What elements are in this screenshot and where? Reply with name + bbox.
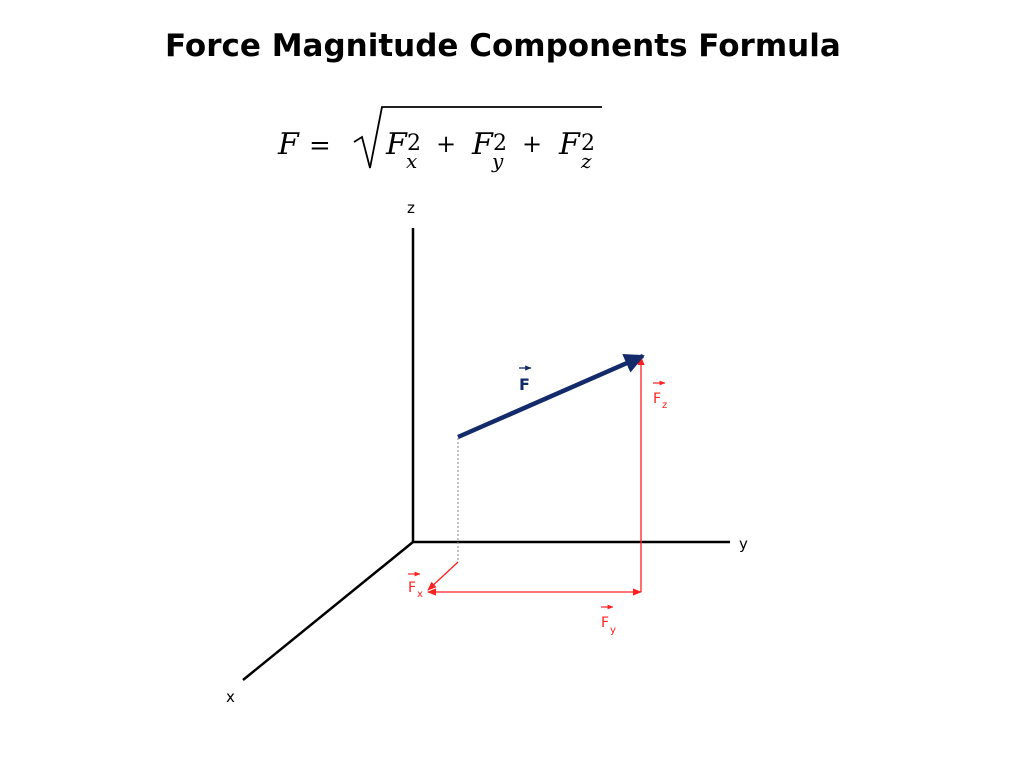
force-vector — [457, 353, 645, 440]
formula-term-y-base: F — [471, 127, 494, 162]
formula-plus-1: + — [436, 130, 456, 158]
page-title: Force Magnitude Components Formula — [165, 28, 841, 64]
formula-term-x-sub: x — [406, 149, 417, 173]
magnitude-formula: F = F 2 x + F 2 y + F 2 z — [277, 106, 602, 173]
fz-label-base: F — [653, 391, 661, 407]
fx-label: F x — [408, 571, 423, 600]
y-axis-label: y — [739, 535, 748, 553]
formula-term-x-sup: 2 — [407, 131, 421, 156]
component-vectors — [427, 356, 645, 596]
force-label-text: F — [519, 375, 530, 394]
fz-label: F z — [653, 380, 667, 411]
x-axis-label: x — [226, 688, 235, 706]
formula-plus-2: + — [522, 130, 542, 158]
square-root-sign — [353, 106, 602, 169]
z-axis-label: z — [407, 199, 415, 217]
formula-term-z-sup: 2 — [581, 131, 595, 156]
fx-label-base: F — [408, 580, 416, 596]
fx-label-sub: x — [417, 589, 423, 600]
coordinate-axes: z y x — [226, 199, 748, 706]
formula-lhs: F — [277, 127, 300, 162]
formula-term-z-sub: z — [580, 149, 592, 173]
formula-term-y-sub: y — [491, 149, 504, 173]
formula-equals: = — [309, 131, 331, 161]
fy-label: F y — [601, 604, 616, 636]
formula-term-z-base: F — [558, 127, 581, 162]
fz-label-sub: z — [662, 400, 667, 411]
formula-term-y-sup: 2 — [493, 131, 507, 156]
x-axis — [242, 541, 414, 681]
formula-term-x-base: F — [385, 127, 408, 162]
fx-vector — [427, 561, 459, 591]
fy-label-base: F — [601, 615, 609, 631]
fy-label-sub: y — [610, 625, 616, 636]
force-label: F — [519, 365, 532, 394]
